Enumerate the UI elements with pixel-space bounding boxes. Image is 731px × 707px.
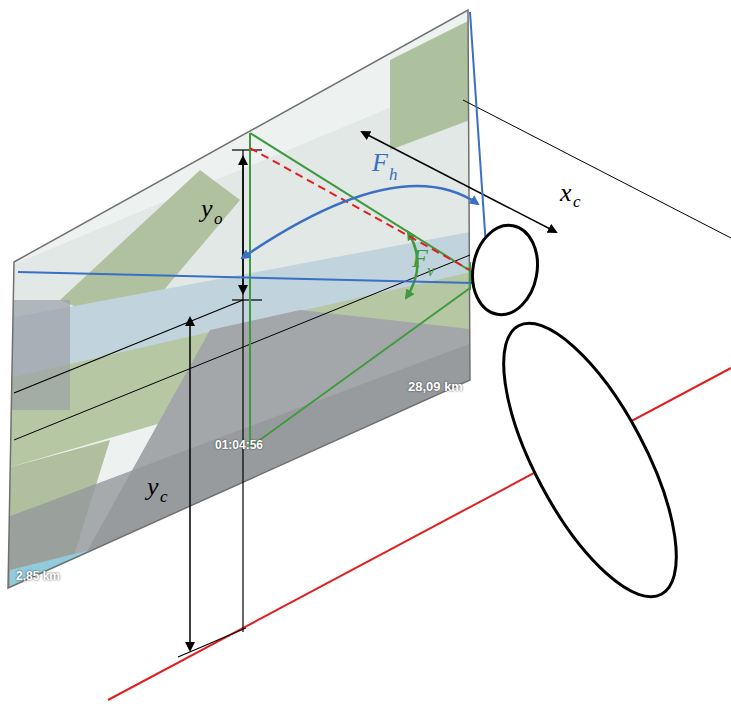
screen-image bbox=[0, 0, 480, 600]
fov-line bbox=[18, 272, 474, 283]
dimension-symbol: y bbox=[147, 474, 159, 500]
screen-outline bbox=[8, 10, 470, 588]
dimension-subscript: o bbox=[214, 210, 223, 227]
sight-line bbox=[250, 148, 470, 270]
screen-readout: 2,85 km bbox=[16, 570, 60, 582]
fov-subscript: v bbox=[427, 262, 435, 279]
dimension-tick bbox=[178, 628, 246, 657]
fov-symbol: F bbox=[372, 150, 388, 176]
screen-readout: 28,09 km bbox=[408, 380, 463, 393]
dimension-subscript: c bbox=[573, 193, 581, 210]
fov-line bbox=[250, 288, 470, 447]
dimension-symbol: x bbox=[560, 180, 572, 206]
dimension-arrow bbox=[362, 132, 556, 232]
fov-subscript: h bbox=[389, 166, 398, 183]
reference-line bbox=[14, 255, 470, 440]
fov-symbol: F bbox=[412, 246, 428, 272]
person-body bbox=[470, 300, 710, 620]
person-head bbox=[466, 220, 545, 320]
dimension-tick bbox=[232, 149, 262, 150]
dimension-arrow bbox=[189, 318, 191, 650]
fov-arc bbox=[242, 186, 478, 258]
reference-line bbox=[463, 100, 731, 238]
dimension-tick bbox=[232, 299, 262, 300]
reference-line bbox=[242, 150, 243, 632]
fov-line bbox=[249, 133, 251, 447]
dimension-arrow bbox=[242, 157, 244, 293]
dimension-symbol: y bbox=[201, 196, 213, 222]
fov-line bbox=[250, 133, 472, 272]
fov-line bbox=[469, 262, 471, 290]
dimension-subscript: c bbox=[160, 488, 168, 505]
screen-readout: 01:04:56 bbox=[215, 439, 263, 451]
reference-line bbox=[14, 300, 243, 393]
